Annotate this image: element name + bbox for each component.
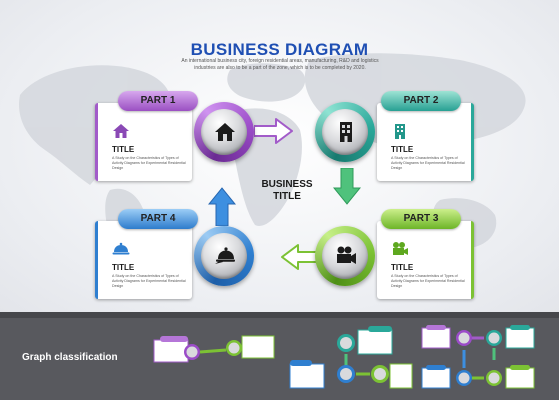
part-1-description: A Study on the Characteristics of Types … (112, 156, 186, 170)
part-3-tab-label: PART 3 (403, 213, 439, 224)
part-3-card: PART 3 TITLE A Study on the Characterist… (377, 209, 474, 299)
home-icon (215, 123, 235, 141)
part-2-node (315, 102, 375, 162)
footer-top-band (0, 312, 559, 318)
part-4-title: TITLE (112, 263, 135, 272)
video-camera-icon (337, 246, 356, 264)
arrow-down (333, 168, 361, 205)
part-1-title: TITLE (112, 145, 135, 154)
part-2-node-face (322, 109, 368, 155)
part-2-card: PART 2 TITLE A Study on the Characterist… (377, 91, 474, 181)
center-title-line-2: TITLE (273, 191, 301, 202)
graph-classification-label: Graph classification (22, 352, 118, 363)
video-camera-icon (393, 242, 408, 255)
center-title: BUSINESS TITLE (250, 179, 324, 203)
thumbnail-three-part[interactable] (286, 322, 416, 398)
part-2-tab: PART 2 (381, 91, 461, 111)
thumbnail-four-part[interactable] (420, 322, 554, 398)
part-2-description: A Study on the Characteristics of Types … (391, 156, 465, 170)
home-icon (113, 124, 129, 138)
part-3-tab: PART 3 (381, 209, 461, 229)
part-1-tab-label: PART 1 (140, 95, 176, 106)
part-4-node-face (201, 233, 247, 279)
diagram-title: BUSINESS DIAGRAM (190, 40, 369, 59)
diagram-subtitle: An international business city, foreign … (181, 58, 379, 71)
part-1-node (194, 102, 254, 162)
arrow-right (254, 118, 293, 144)
building-icon (395, 124, 405, 139)
part-1-tab: PART 1 (118, 91, 198, 111)
part-2-title: TITLE (391, 145, 414, 154)
part-1-node-face (201, 109, 247, 155)
center-title-line-1: BUSINESS (261, 179, 313, 190)
thumbnail-two-part[interactable] (150, 330, 278, 370)
part-2-tab-label: PART 2 (403, 95, 439, 106)
part-3-title: TITLE (391, 263, 414, 272)
arrow-up (208, 187, 236, 226)
graph-classification-bar: Graph classification (0, 312, 559, 400)
part-3-node-face (322, 233, 368, 279)
part-3-node (315, 226, 375, 286)
part-4-card: PART 4 TITLE A Study on the Characterist… (95, 209, 198, 299)
part-4-tab: PART 4 (118, 209, 198, 229)
diagram-stage: BUSINESS DIAGRAM An international busine… (0, 0, 559, 312)
building-icon (340, 122, 352, 142)
part-4-tab-label: PART 4 (140, 213, 176, 224)
part-3-description: A Study on the Characteristics of Types … (391, 274, 465, 288)
part-1-card: PART 1 TITLE A Study on the Characterist… (95, 91, 198, 181)
part-4-node (194, 226, 254, 286)
food-cloche-icon (215, 247, 235, 264)
part-4-description: A Study on the Characteristics of Types … (112, 274, 186, 288)
food-cloche-icon (112, 242, 130, 255)
